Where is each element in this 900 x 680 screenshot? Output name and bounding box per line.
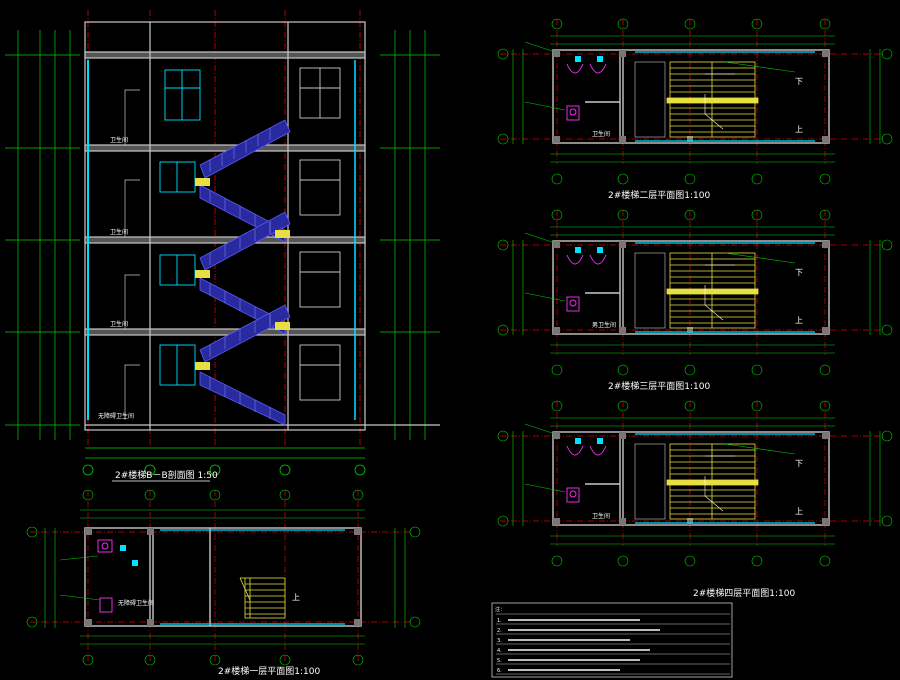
stair-flights: [195, 119, 291, 426]
section-room-label: 卫生间: [110, 136, 128, 144]
windows-right: [299, 67, 341, 401]
notes-heading: 注：: [495, 606, 505, 613]
windows-left: [159, 69, 201, 386]
floor-slab: [84, 144, 366, 152]
axis-bubble: [144, 464, 156, 476]
axis-bubble: [279, 464, 291, 476]
stair-down-label: 下: [795, 268, 803, 277]
section-room-label: 无障碍卫生间: [98, 412, 134, 420]
stair-up-label: 上: [795, 507, 803, 516]
stair-up-label: 上: [795, 316, 803, 325]
plan-room-label: 卫生间: [592, 130, 610, 138]
plan-room-label: 卫生间: [592, 512, 610, 520]
plan-fourth-floor: 卫生间 上 下 2#楼梯四层平面图1:100: [497, 400, 893, 599]
floor-slab: [84, 51, 366, 59]
stair-down-label: 下: [795, 77, 803, 86]
plan-title: 2#楼梯四层平面图1:100: [693, 587, 795, 599]
section-outline: [84, 21, 366, 431]
section-drawing: 卫生间 卫生间 卫生间 无障碍卫生间 2#楼梯B－B剖面图 1:50: [5, 10, 440, 482]
note-item-number: 1.: [497, 618, 502, 624]
section-title: 2#楼梯B－B剖面图 1:50: [115, 469, 218, 481]
note-item-number: 5.: [497, 658, 502, 664]
note-item-number: 3.: [497, 638, 502, 644]
stair-up-label: 上: [292, 593, 300, 602]
notes-box: 注： 1. 2. 3. 4. 5. 6.: [491, 602, 733, 678]
plan-third-floor: 男卫生间 上 下 2#楼梯三层平面图1:100: [497, 209, 893, 392]
note-item-number: 6.: [497, 668, 502, 674]
plan-room-label: 男卫生间: [592, 321, 616, 329]
floor-slab: [84, 236, 366, 244]
axis-bubble: [354, 464, 366, 476]
plan-room-label: 无障碍卫生间: [118, 599, 154, 607]
section-room-label: 卫生间: [110, 228, 128, 236]
plan-second-floor: 卫生间 上 下 2#楼梯二层平面图1:100: [497, 18, 893, 201]
stair-down-label: 下: [795, 459, 803, 468]
stair-up-label: 上: [795, 125, 803, 134]
plan-title: 2#楼梯三层平面图1:100: [608, 380, 710, 392]
note-item-number: 2.: [497, 628, 502, 634]
note-item-number: 4.: [497, 648, 502, 654]
plan-title: 2#楼梯一层平面图1:100: [218, 665, 320, 677]
axis-bubble: [82, 464, 94, 476]
plan-title: 2#楼梯二层平面图1:100: [608, 189, 710, 201]
plan-first-floor: 无障碍卫生间 上 2#楼梯一层平面图1:100: [26, 489, 421, 677]
axis-bubble: [209, 464, 221, 476]
floor-slab: [84, 328, 366, 336]
section-room-label: 卫生间: [110, 320, 128, 328]
